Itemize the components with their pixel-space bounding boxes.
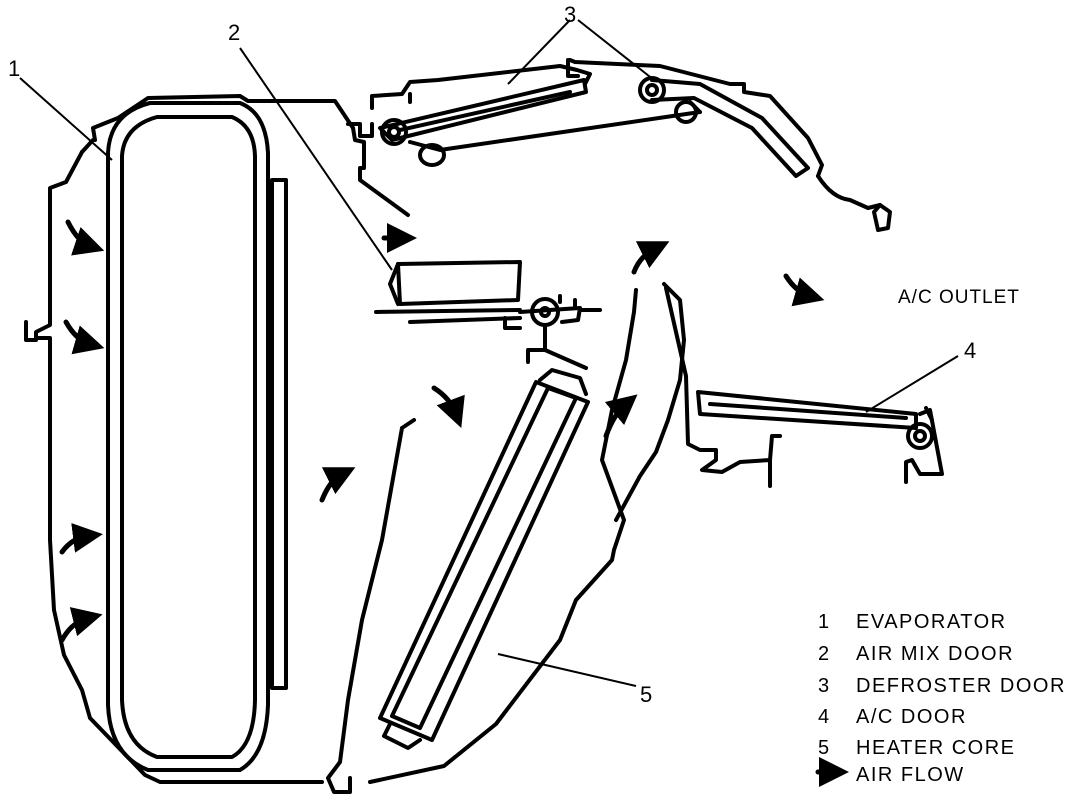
evaporator-fin-edge — [270, 178, 288, 690]
defroster-link-end — [674, 100, 698, 124]
leader-2 — [239, 47, 393, 271]
airflow-arrow-1 — [65, 219, 105, 256]
airflow-arrow-6 — [319, 467, 356, 503]
legend-text-airflow: AIR FLOW — [856, 764, 965, 786]
heater-core-bottom-cap — [382, 722, 422, 750]
housing-left-notch — [24, 320, 38, 342]
callout-3: 3 — [564, 2, 578, 27]
heater-right-wall — [368, 288, 638, 784]
airflow-arrow-3 — [59, 522, 103, 555]
airflow-arrow-9 — [631, 241, 670, 275]
legend-text-5: HEATER CORE — [856, 737, 1016, 759]
ac-outlet-wall — [664, 286, 782, 488]
leader-5 — [497, 653, 637, 687]
legend-num-1: 1 — [818, 611, 830, 633]
legend-num-2: 2 — [818, 643, 830, 665]
housing-outer-wall — [91, 94, 355, 142]
housing-right-lower — [614, 282, 686, 522]
defroster-door-left — [378, 78, 588, 142]
legend-num-3: 3 — [818, 675, 830, 697]
heater-left-wall — [326, 418, 416, 794]
leader-4 — [865, 355, 959, 413]
legend-num-4: 4 — [818, 706, 830, 728]
heater-core-top-cap — [538, 368, 588, 396]
legend-text-2: AIR MIX DOOR — [856, 643, 1015, 665]
ac-door-stop — [924, 406, 934, 422]
air-mix-door-nose — [388, 262, 400, 306]
leader-1 — [19, 77, 113, 161]
defroster-crank — [418, 143, 446, 167]
airflow-arrow-8 — [603, 394, 638, 439]
defroster-step-left — [566, 58, 580, 78]
air-mix-door-body — [396, 260, 522, 306]
ac-door-inner — [708, 402, 908, 420]
defroster-pivot-left — [380, 118, 408, 146]
airflow-arrow-10 — [783, 273, 825, 307]
callout-2: 2 — [228, 20, 242, 45]
legend-text-4: A/C DOOR — [856, 706, 967, 728]
defroster-outlet-tab — [872, 203, 892, 232]
ac-door — [696, 390, 918, 430]
defroster-pivot-right-inner — [645, 83, 659, 97]
center-wall-step — [346, 122, 374, 138]
evaporator-outer — [106, 101, 270, 772]
air-mix-door-mount — [518, 294, 588, 370]
heater-core-inner — [390, 386, 578, 730]
legend-text-3: DEFROSTER DOOR — [856, 675, 1066, 697]
air-mix-door-bracket — [503, 298, 602, 330]
ac-door-pivot — [906, 422, 934, 450]
leader-3a — [507, 19, 571, 85]
airflow-arrow-2 — [63, 319, 105, 355]
callout-5: 5 — [640, 682, 654, 707]
defroster-housing-curve — [816, 174, 882, 210]
ac-door-pivot-hub — [913, 429, 927, 443]
legend-text-1: EVAPORATOR — [856, 611, 1007, 633]
airflow-arrows — [59, 219, 849, 787]
airflow-arrow-4 — [59, 607, 103, 643]
callout-1: 1 — [8, 56, 22, 81]
defroster-housing-top — [568, 58, 824, 178]
airflow-arrow-7 — [431, 385, 465, 429]
defroster-door-left-inner — [398, 90, 572, 132]
legend-num-5: 5 — [818, 737, 830, 759]
defroster-frame — [370, 64, 592, 110]
air-mix-door-rod — [374, 308, 522, 314]
leader-3b — [577, 19, 655, 81]
ac-outlet-label: A/C OUTLET — [898, 287, 1020, 308]
evaporator-inner — [120, 115, 257, 759]
defroster-pivot-left-inner — [387, 125, 401, 139]
ac-door-housing — [904, 408, 944, 484]
leader-lines — [19, 19, 959, 687]
center-wall-upper — [351, 126, 410, 217]
defroster-door-right — [650, 78, 810, 178]
air-mix-door-rod2 — [408, 316, 522, 324]
callout-4: 4 — [964, 338, 978, 363]
